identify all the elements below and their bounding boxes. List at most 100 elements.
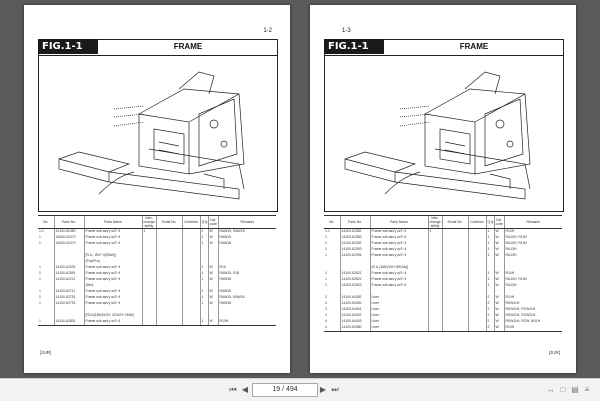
table-cell: W bbox=[207, 235, 218, 241]
table-cell bbox=[155, 265, 182, 271]
table-cell bbox=[141, 289, 156, 295]
table-cell: Frame sub ass'y w/2~4 bbox=[83, 265, 142, 271]
previous-page-icon[interactable]: ◀ bbox=[241, 385, 249, 394]
table-cell: 2 bbox=[485, 319, 494, 325]
table-cell: W bbox=[493, 307, 504, 313]
page-view-icon[interactable]: ▤ bbox=[571, 385, 579, 394]
table-cell: R10H bbox=[503, 271, 562, 277]
table-cell: 1 bbox=[325, 271, 327, 276]
table-cell bbox=[467, 265, 486, 271]
table-cell bbox=[155, 271, 182, 277]
page-number-input[interactable]: 19 / 494 bbox=[252, 383, 318, 397]
table-cell: 1 bbox=[141, 228, 156, 235]
table-cell bbox=[155, 228, 182, 235]
table-cell: W bbox=[207, 265, 218, 271]
table-cell bbox=[441, 277, 468, 283]
table-cell: W bbox=[493, 313, 504, 319]
table-cell: 2 bbox=[485, 307, 494, 313]
table-cell bbox=[369, 289, 428, 295]
table-cell bbox=[207, 313, 218, 319]
table-cell: RAW15, RAW18 bbox=[217, 295, 276, 301]
table-cell bbox=[181, 319, 200, 326]
table-cell bbox=[141, 283, 156, 289]
table-cell: W bbox=[207, 301, 218, 307]
first-page-icon[interactable]: ⏮ bbox=[229, 385, 237, 394]
table-cell: W bbox=[493, 301, 504, 307]
figure-header: FIG.1-1 FRAME bbox=[38, 39, 278, 56]
table-cell: RKW11H, RCW11H bbox=[503, 307, 562, 313]
table-cell: Liner bbox=[369, 307, 428, 313]
table-cell bbox=[207, 253, 218, 259]
table-cell bbox=[467, 307, 486, 313]
frame-exploded-drawing bbox=[38, 54, 278, 212]
table-cell: Frame sub ass'y w/2~4 bbox=[369, 241, 428, 247]
table-cell bbox=[53, 259, 84, 265]
table-cell: 1 bbox=[485, 277, 494, 283]
table-cell bbox=[427, 253, 442, 259]
table-cell bbox=[141, 265, 156, 271]
fit-page-icon[interactable]: □ bbox=[560, 385, 566, 394]
table-cell: RA13H bbox=[503, 253, 562, 259]
table-cell: 1 bbox=[199, 241, 208, 247]
table-cell: 1 bbox=[325, 253, 327, 258]
table-cell: 1 bbox=[39, 235, 41, 240]
table-cell bbox=[53, 247, 84, 253]
table-cell bbox=[155, 301, 182, 307]
table-cell: W bbox=[493, 253, 504, 259]
column-header: Cat. code bbox=[493, 215, 504, 229]
table-row: (Mm) bbox=[38, 283, 276, 289]
fit-width-icon[interactable]: ↔ bbox=[547, 385, 555, 394]
table-cell bbox=[53, 283, 84, 289]
table-cell bbox=[181, 265, 200, 271]
table-cell: [R.A., W/2~4(RAW)] bbox=[83, 253, 142, 259]
table-cell bbox=[207, 247, 218, 253]
table-cell: Frame sub ass'y w/2~4 bbox=[83, 289, 142, 295]
menu-icon[interactable]: ≡ bbox=[584, 385, 590, 394]
column-header: Remarks bbox=[503, 215, 562, 229]
table-cell: W bbox=[493, 228, 504, 235]
table-cell: W bbox=[493, 235, 504, 241]
table-cell bbox=[427, 289, 442, 295]
table-cell: 1-1 bbox=[325, 229, 330, 234]
last-page-icon[interactable]: ⏭ bbox=[331, 385, 339, 394]
frame-illustration bbox=[344, 71, 531, 200]
table-cell bbox=[441, 259, 468, 265]
table-cell: 1 bbox=[485, 241, 494, 247]
table-cell: 14100-62211 bbox=[53, 277, 84, 283]
table-cell bbox=[181, 235, 200, 241]
table-cell: Frame sub ass'y w/2~4 bbox=[83, 235, 142, 241]
next-page-icon[interactable]: ▶ bbox=[319, 385, 327, 394]
column-header: Q'ty bbox=[199, 215, 208, 229]
table-cell bbox=[441, 265, 468, 271]
table-cell: 1 bbox=[38, 319, 54, 326]
table-row: [R.A.(18H)/10H (RKAA)] bbox=[324, 265, 562, 271]
table-cell bbox=[441, 247, 468, 253]
figure-label: FIG.1-1 bbox=[324, 39, 384, 54]
table-cell: RAW15 bbox=[217, 235, 276, 241]
table-cell bbox=[427, 307, 442, 313]
table-cell bbox=[181, 241, 200, 247]
table-cell bbox=[467, 283, 486, 289]
table-cell bbox=[441, 319, 468, 325]
table-cell: 1 bbox=[199, 295, 208, 301]
table-cell bbox=[199, 307, 208, 313]
page-number: 1-2 bbox=[263, 28, 272, 34]
table-cell: W bbox=[493, 283, 504, 289]
table-cell bbox=[141, 301, 156, 307]
table-cell bbox=[485, 289, 494, 295]
page-number: 1-3 bbox=[342, 28, 351, 34]
table-cell bbox=[207, 307, 218, 313]
table-cell: 14100-64402 bbox=[339, 313, 370, 319]
table-cell bbox=[199, 247, 208, 253]
table-cell: R10H bbox=[503, 325, 562, 332]
table-cell: Frame sub ass'y w/2~4 bbox=[83, 319, 142, 326]
